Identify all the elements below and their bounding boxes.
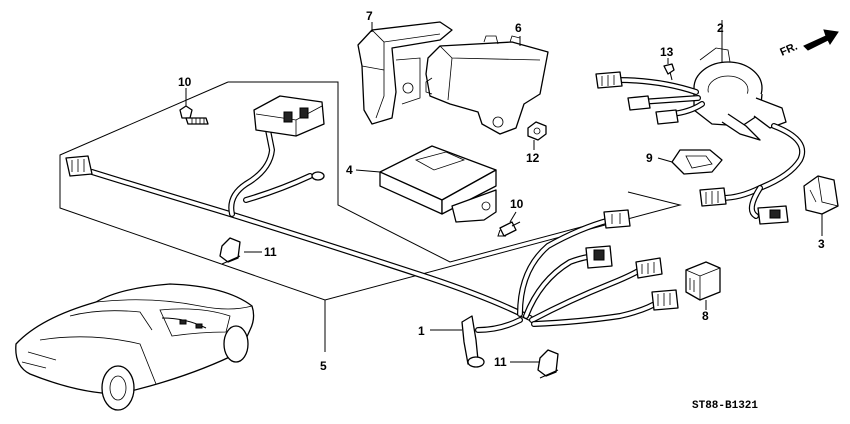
part-number-11-lower: 11 — [494, 355, 507, 369]
part-number-13: 13 — [660, 45, 674, 59]
diagram-code: ST88-B1321 — [692, 400, 758, 412]
part-number-10-lower: 10 — [510, 197, 524, 211]
leader-lines — [185, 22, 823, 363]
front-direction-indicator: FR. — [778, 29, 839, 59]
part-number-6: 6 — [515, 21, 522, 35]
part-number-4: 4 — [346, 163, 353, 177]
part-number-10-upper: 10 — [178, 75, 192, 89]
bolt-part-10-lower — [497, 221, 521, 237]
srs-unit-part-4 — [379, 145, 497, 223]
part-number-2: 2 — [717, 21, 724, 35]
screw-part-13 — [663, 63, 675, 81]
part-number-3: 3 — [818, 237, 825, 251]
part-number-labels: 1 2 3 4 5 6 7 8 9 10 10 11 11 12 13 — [178, 9, 825, 373]
sensor-part-3 — [803, 175, 839, 215]
part-number-12: 12 — [526, 151, 540, 165]
front-direction-arrow — [803, 29, 839, 51]
bracket-part-7 — [357, 21, 453, 125]
part-number-11-upper: 11 — [264, 245, 277, 259]
car-silhouette — [15, 283, 255, 411]
cable-reel-connectors — [595, 71, 789, 225]
part-number-9: 9 — [646, 151, 653, 165]
clip-part-11-lower — [537, 349, 559, 379]
part-number-5: 5 — [320, 359, 327, 373]
wire-harness-part-5 — [89, 127, 661, 333]
clip-part-1 — [461, 315, 485, 368]
srs-unit-cover-part-6 — [425, 35, 549, 135]
part-number-7: 7 — [366, 9, 373, 23]
clip-part-11-upper — [219, 237, 241, 265]
connector-part-8 — [685, 261, 721, 301]
nut-part-12 — [527, 121, 547, 141]
part-number-8: 8 — [702, 309, 709, 323]
part-number-1: 1 — [418, 324, 425, 338]
cable-reel-part-2 — [693, 20, 787, 141]
module-group-outline — [228, 81, 601, 263]
bracket-part-9 — [671, 149, 723, 175]
harness-connectors — [65, 95, 679, 311]
bolt-part-10-upper — [179, 105, 209, 125]
front-direction-label: FR. — [778, 41, 799, 59]
